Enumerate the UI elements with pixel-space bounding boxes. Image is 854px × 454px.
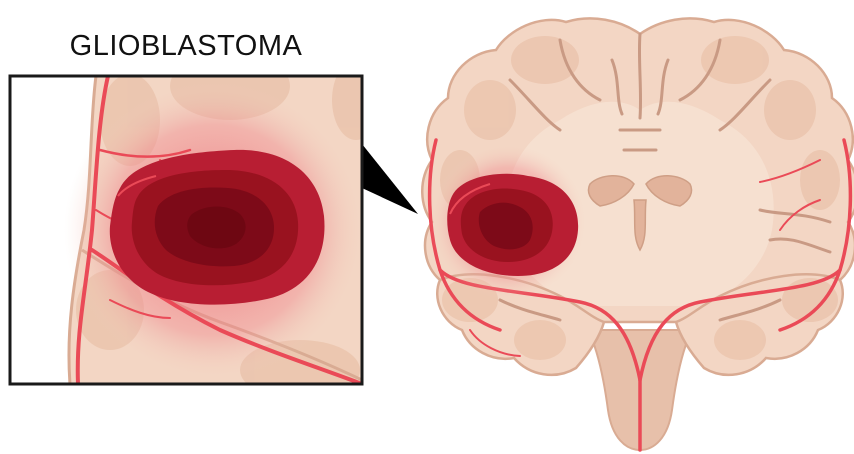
inset-zoom bbox=[10, 52, 380, 400]
brain-coronal-section bbox=[422, 18, 854, 450]
zoom-pointer bbox=[362, 144, 418, 214]
